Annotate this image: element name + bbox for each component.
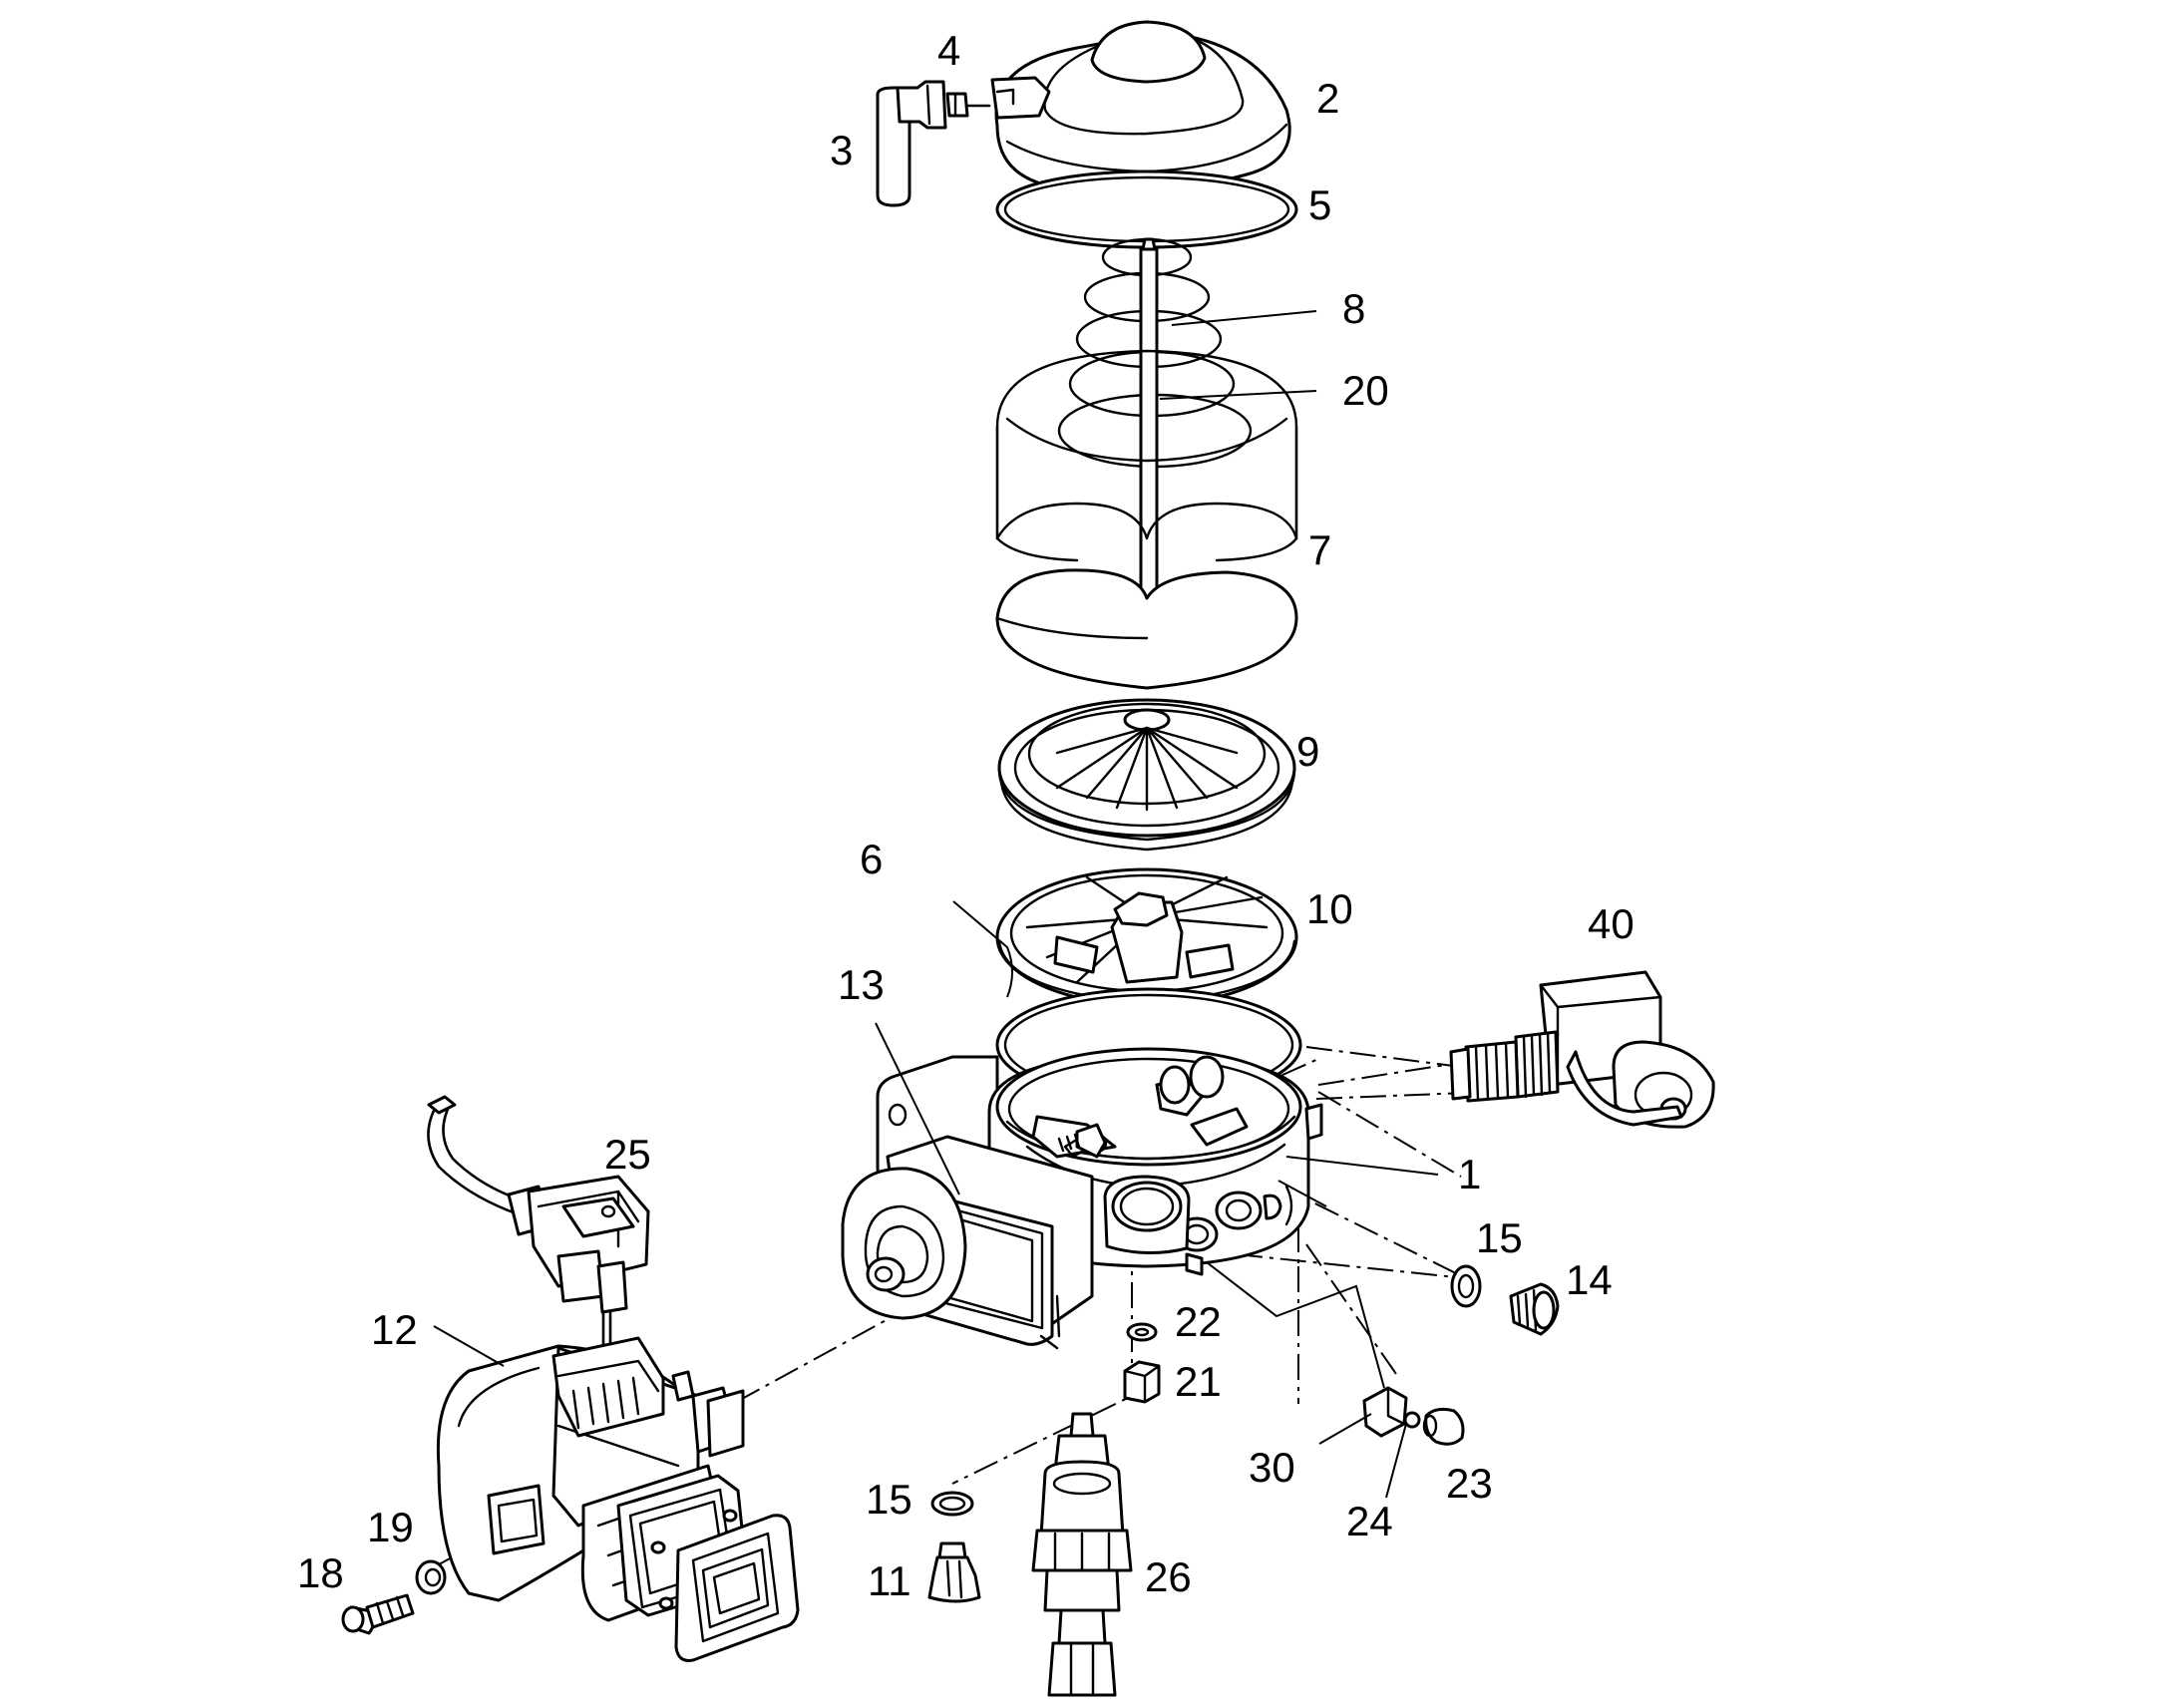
callout-18: 18 — [297, 1549, 344, 1596]
part-15-seal-right — [1450, 1264, 1482, 1308]
callout-labels: 1 2 3 4 5 6 7 8 9 10 11 12 13 14 15 15 1… — [297, 27, 1635, 1604]
part-14-plug — [1509, 1282, 1560, 1336]
callout-14: 14 — [1566, 1256, 1613, 1303]
callout-11: 11 — [868, 1557, 911, 1604]
callout-2: 2 — [1316, 75, 1339, 122]
callout-9: 9 — [1296, 728, 1319, 775]
callout-23: 23 — [1446, 1460, 1493, 1507]
part-23-cap — [1422, 1407, 1465, 1446]
part-18-screw — [341, 1593, 415, 1635]
callout-30: 30 — [1249, 1444, 1295, 1491]
part-3-breather-tube — [876, 80, 947, 207]
callout-12: 12 — [371, 1306, 418, 1353]
part-21-nut — [1123, 1360, 1161, 1404]
callout-22: 22 — [1175, 1298, 1222, 1345]
callout-15a: 15 — [1476, 1214, 1523, 1261]
callout-4: 4 — [937, 27, 960, 74]
part-12-control-housing — [436, 1336, 800, 1662]
part-24-pin — [1403, 1411, 1421, 1429]
part-26-pump-element — [1031, 1412, 1133, 1697]
callout-26: 26 — [1145, 1553, 1192, 1600]
part-13-motor — [841, 1135, 1094, 1350]
callout-40: 40 — [1588, 900, 1635, 947]
part-7-reservoir — [995, 349, 1298, 690]
callout-21: 21 — [1175, 1358, 1222, 1405]
part-30-clip — [1362, 1386, 1408, 1438]
part-8-shaft — [1139, 237, 1159, 600]
callout-8: 8 — [1342, 285, 1365, 332]
part-25-cable-plug — [427, 1095, 650, 1370]
callout-13: 13 — [838, 961, 885, 1008]
part-4-connector — [945, 92, 991, 118]
callout-19: 19 — [367, 1504, 414, 1550]
callout-3: 3 — [830, 127, 853, 173]
part-40-angle-connector — [1449, 970, 1715, 1129]
callout-10: 10 — [1306, 885, 1353, 932]
part-15-seal-lower — [930, 1491, 974, 1517]
part-2-dome-lid — [990, 20, 1291, 193]
part-9-follower-plate — [997, 698, 1296, 852]
callout-6: 6 — [860, 836, 883, 882]
part-22-seal — [1126, 1322, 1158, 1342]
callout-15b: 15 — [866, 1476, 912, 1523]
callout-25: 25 — [604, 1131, 651, 1178]
part-19-washer — [415, 1559, 447, 1595]
callout-5: 5 — [1308, 181, 1331, 228]
part-11-nipple — [927, 1541, 981, 1603]
callout-1: 1 — [1458, 1151, 1481, 1197]
callout-20: 20 — [1342, 367, 1389, 414]
leader-lines — [433, 310, 1439, 1499]
part-5-seal-ring — [995, 170, 1298, 249]
callout-7: 7 — [1308, 526, 1331, 573]
callout-24: 24 — [1346, 1498, 1393, 1544]
